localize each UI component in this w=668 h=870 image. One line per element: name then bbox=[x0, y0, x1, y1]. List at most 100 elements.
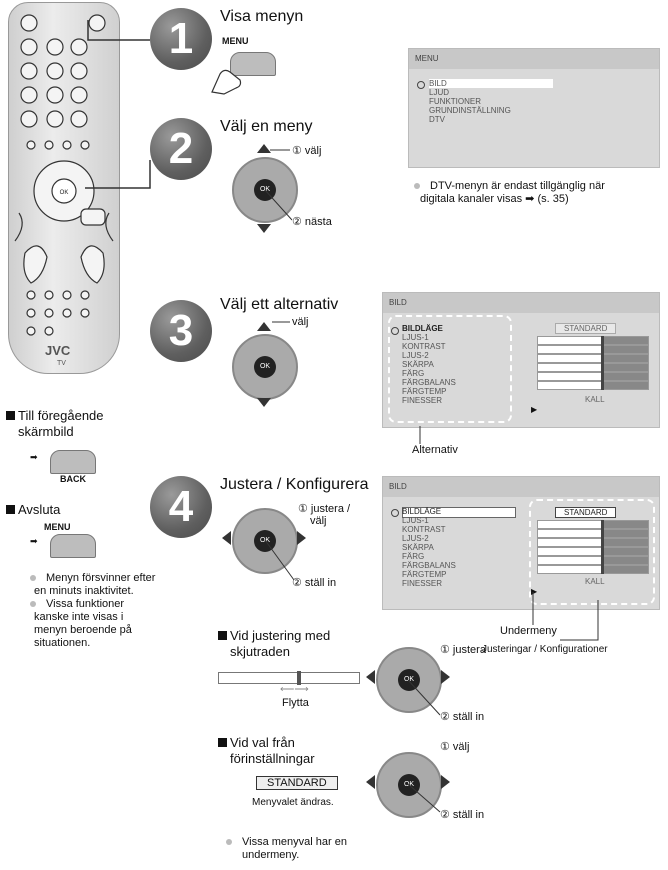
slider-knob[interactable] bbox=[600, 354, 604, 363]
back-key-label: BACK bbox=[60, 474, 86, 484]
bild-item-fargbalans[interactable]: FÄRGBALANS bbox=[402, 561, 456, 570]
cursor-icon bbox=[417, 81, 425, 89]
menu-item-grundinstallning[interactable]: GRUNDINSTÄLLNING bbox=[429, 106, 511, 115]
slider-dark-portion bbox=[601, 355, 648, 362]
step2-label-nasta: ② nästa bbox=[292, 216, 332, 228]
slider-knob[interactable] bbox=[297, 671, 301, 685]
mode-value[interactable]: STANDARD bbox=[555, 323, 617, 334]
bild-item-farg[interactable]: FÄRG bbox=[402, 369, 425, 378]
bild-item-ljus2[interactable]: LJUS-2 bbox=[402, 351, 429, 360]
bild-item-fargtemp[interactable]: FÄRGTEMP bbox=[402, 387, 447, 396]
slider-bars bbox=[537, 336, 649, 396]
bild-item-ljus1[interactable]: LJUS-1 bbox=[402, 333, 429, 342]
temp-value[interactable]: KALL bbox=[585, 395, 605, 404]
preset-heading-line2: förinställningar bbox=[230, 751, 315, 766]
slider-dark-portion bbox=[601, 373, 648, 380]
slider-knob[interactable] bbox=[600, 363, 604, 372]
slider-dark-portion bbox=[601, 382, 648, 389]
slider-knob[interactable] bbox=[600, 372, 604, 381]
menu-key[interactable] bbox=[230, 52, 276, 76]
bild-item-finesser[interactable]: FINESSER bbox=[402, 579, 443, 588]
setting-slider[interactable] bbox=[537, 538, 649, 547]
slider-heading: Vid justering med skjutraden bbox=[218, 628, 330, 660]
menu-item-ljud[interactable]: LJUD bbox=[429, 88, 450, 97]
hand-pointer-icon bbox=[211, 69, 242, 95]
slider-knob[interactable] bbox=[600, 336, 604, 345]
setting-slider[interactable] bbox=[537, 345, 649, 354]
bild-item-kontrast[interactable]: KONTRAST bbox=[402, 525, 446, 534]
bild-item-bildlage[interactable]: BILDLÄGE bbox=[402, 507, 442, 516]
up-arrow-icon bbox=[257, 322, 271, 331]
setting-slider[interactable] bbox=[537, 547, 649, 556]
down-arrow-icon bbox=[257, 224, 271, 233]
slider-dark-portion bbox=[601, 539, 648, 546]
mode-value[interactable]: STANDARD bbox=[555, 507, 617, 518]
setting-slider[interactable] bbox=[537, 529, 649, 538]
slider-heading-line1: Vid justering med bbox=[230, 628, 331, 643]
bild-item-skarpa[interactable]: SKÄRPA bbox=[402, 543, 434, 552]
bild-item-skarpa[interactable]: SKÄRPA bbox=[402, 360, 434, 369]
bild-item-ljus2[interactable]: LJUS-2 bbox=[402, 534, 429, 543]
bild-item-bildlage[interactable]: BILDLÄGE bbox=[402, 324, 443, 333]
setting-slider[interactable] bbox=[537, 354, 649, 363]
ok-button[interactable]: OK bbox=[398, 669, 420, 691]
adjust-dashed-box bbox=[529, 499, 655, 605]
exit-heading: Avsluta bbox=[6, 502, 60, 517]
slider-knob[interactable] bbox=[600, 538, 604, 547]
bild-item-finesser[interactable]: FINESSER bbox=[402, 396, 443, 405]
alternativ-dashed-box bbox=[388, 315, 512, 423]
setting-slider[interactable] bbox=[537, 363, 649, 372]
setting-slider[interactable] bbox=[537, 336, 649, 345]
bullet2-line1: Vissa funktioner bbox=[46, 598, 125, 610]
preset-value-box[interactable]: STANDARD bbox=[256, 776, 338, 790]
ok-button[interactable]: OK bbox=[254, 356, 276, 378]
prev-heading-line2: skärmbild bbox=[18, 424, 74, 439]
slider-knob[interactable] bbox=[600, 520, 604, 529]
bild-item-kontrast[interactable]: KONTRAST bbox=[402, 342, 446, 351]
bild-screen-step3: BILD BILDLÄGE LJUS-1 KONTRAST LJUS-2 SKÄ… bbox=[382, 292, 660, 428]
setting-slider[interactable] bbox=[537, 556, 649, 565]
menu-screen-header: MENU bbox=[409, 49, 659, 69]
setting-slider[interactable] bbox=[537, 381, 649, 390]
square-bullet-icon bbox=[218, 631, 227, 640]
menu-item-dtv[interactable]: DTV bbox=[429, 115, 445, 124]
setting-slider[interactable] bbox=[537, 520, 649, 529]
bullet-icon bbox=[414, 183, 420, 189]
temp-value[interactable]: KALL bbox=[585, 577, 605, 586]
bild-item-ljus1[interactable]: LJUS-1 bbox=[402, 516, 429, 525]
slider-knob[interactable] bbox=[600, 556, 604, 565]
slider-knob[interactable] bbox=[600, 381, 604, 390]
slider-knob[interactable] bbox=[600, 547, 604, 556]
menu-item-funktioner[interactable]: FUNKTIONER bbox=[429, 97, 481, 106]
bild-item-fargbalans[interactable]: FÄRGBALANS bbox=[402, 378, 456, 387]
bild-item-fargtemp[interactable]: FÄRGTEMP bbox=[402, 570, 447, 579]
slider-dark-portion bbox=[601, 566, 648, 573]
exit-menu-key[interactable] bbox=[50, 534, 96, 558]
slider-knob[interactable] bbox=[600, 565, 604, 574]
slider-knob[interactable] bbox=[600, 345, 604, 354]
menu-screen: MENU BILD LJUD FUNKTIONER GRUNDINSTÄLLNI… bbox=[408, 48, 660, 168]
bild-item-farg[interactable]: FÄRG bbox=[402, 552, 425, 561]
step-1-title: Visa menyn bbox=[220, 8, 304, 25]
setting-slider[interactable] bbox=[537, 565, 649, 574]
bullet-icon bbox=[226, 839, 232, 845]
right-arrow-icon bbox=[441, 775, 450, 789]
remote-buttons-graphic: OK bbox=[14, 14, 114, 336]
slider-track[interactable] bbox=[218, 671, 360, 685]
remote-ok-label: OK bbox=[60, 190, 69, 196]
bullet2-line2: kanske inte visas i bbox=[34, 611, 124, 623]
setting-slider[interactable] bbox=[537, 372, 649, 381]
slider-knob[interactable] bbox=[600, 529, 604, 538]
preset-label-stall-in: ② ställ in bbox=[440, 809, 485, 821]
menu-item-bild[interactable]: BILD bbox=[429, 79, 447, 88]
slider-dark-portion bbox=[601, 548, 648, 555]
back-key[interactable] bbox=[50, 450, 96, 474]
preset-heading: Vid val från förinställningar bbox=[218, 735, 315, 767]
slider-dark-portion bbox=[601, 337, 648, 344]
up-arrow-icon bbox=[257, 144, 271, 153]
slider-dark-portion bbox=[601, 364, 648, 371]
slider-label-justera: ① justera bbox=[440, 644, 486, 656]
slider-heading-line2: skjutraden bbox=[230, 644, 290, 659]
